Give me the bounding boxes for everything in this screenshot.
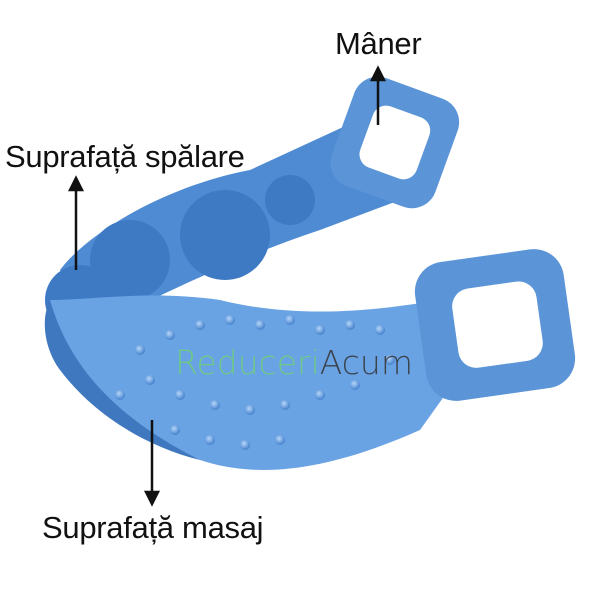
massage-dots: [115, 315, 395, 450]
label-massage-surface: Suprafață masaj: [42, 510, 264, 545]
lower-strap: [44, 249, 576, 470]
arrow-up-icon: [67, 175, 85, 270]
upper-strap: [45, 76, 460, 335]
arrow-down-icon: [143, 420, 161, 507]
arrow-up-icon: [369, 65, 387, 125]
watermark-part2: Acum: [319, 343, 413, 382]
label-handle: Mâner: [335, 26, 422, 61]
watermark: ReduceriAcum: [175, 343, 413, 382]
watermark-part1: Reduceri: [175, 343, 320, 382]
label-wash-surface: Suprafață spălare: [5, 139, 245, 174]
